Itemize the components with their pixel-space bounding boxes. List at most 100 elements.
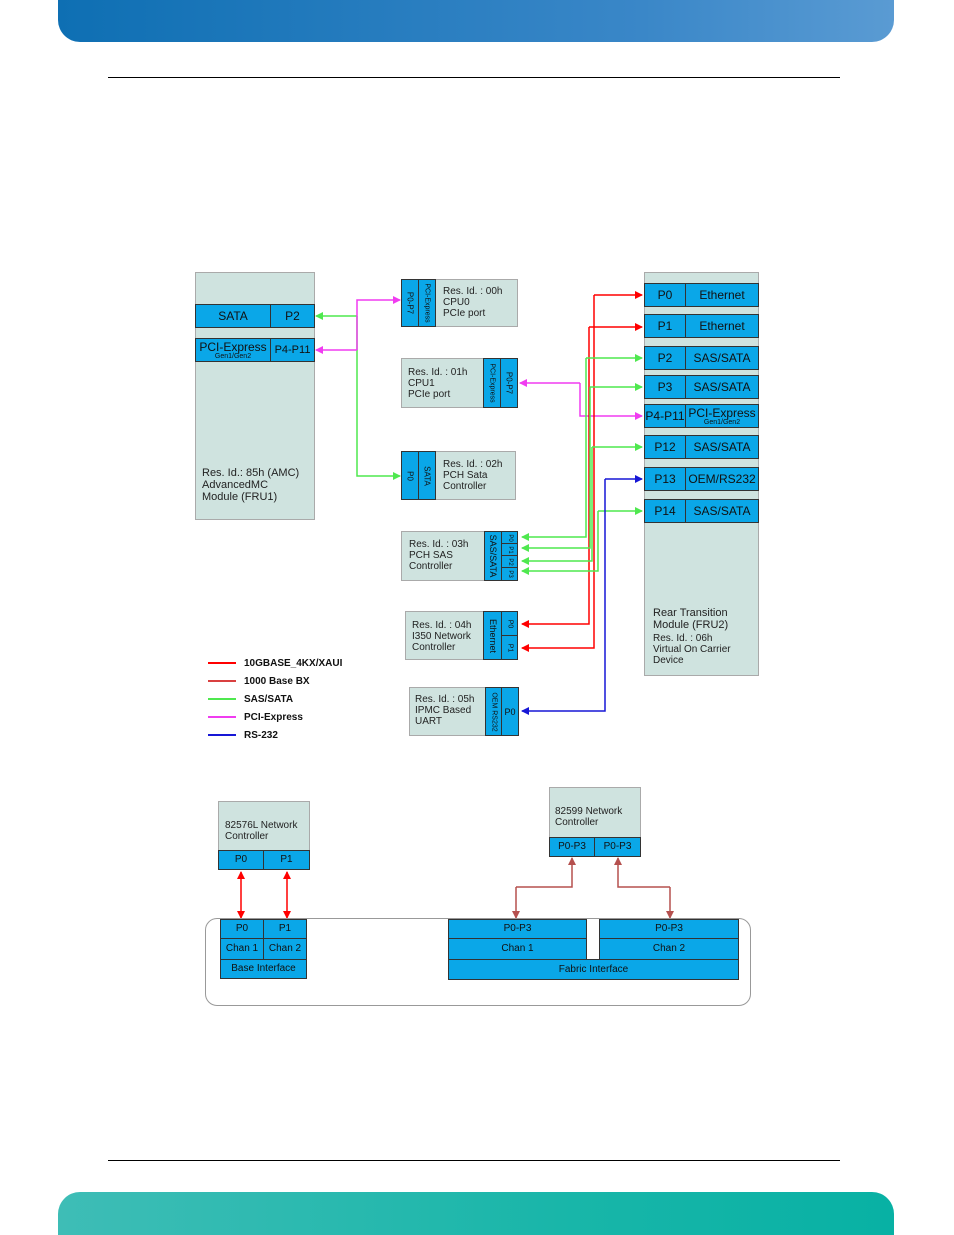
sata-link-pch — [356, 316, 401, 480]
rtm-port-type-label: Ethernet — [699, 288, 745, 302]
cpu0-port-type: PCI-Express — [418, 279, 436, 327]
legend-swatch — [208, 680, 236, 682]
rtm-port-type-0: Ethernet — [685, 283, 759, 307]
legend-item: PCI-Express — [208, 708, 342, 726]
base-interface-label: Base Interface — [220, 959, 307, 979]
rtm-port-type-5: SAS/SATA — [685, 435, 759, 459]
legend-item: 10GBASE_4KX/XAUI — [208, 654, 342, 672]
rtm-port-type-1: Ethernet — [685, 314, 759, 338]
base-chan-2: Chan 2 — [263, 938, 307, 960]
legend: 10GBASE_4KX/XAUI 1000 Base BX SAS/SATA PCI-… — [208, 654, 342, 744]
legend-item: SAS/SATA — [208, 690, 342, 708]
base-port-1: P1 — [263, 919, 307, 939]
carrier-outline — [205, 918, 751, 1006]
sas-link-sas-p1 — [521, 387, 591, 552]
rtm-port-1: P1 — [644, 314, 686, 338]
i350-description: Res. Id. : 04h I350 Network Controller — [412, 620, 472, 653]
legend-label: 1000 Base BX — [244, 675, 310, 687]
nc82576-port-0: P0 — [218, 850, 264, 870]
ipmc-port-type: OEM RS232 — [485, 687, 502, 736]
legend-label: SAS/SATA — [244, 693, 294, 705]
rtm-description: Rear Transition Module (FRU2) — [653, 607, 729, 631]
rtm-port-type-sub: Gen1/Gen2 — [703, 418, 741, 426]
cpu1-port-type: PCI-Express — [483, 358, 501, 408]
rtm-port-7: P14 — [644, 499, 686, 523]
fabric-chan-2: Chan 2 — [599, 938, 739, 960]
legend-item: 1000 Base BX — [208, 672, 342, 690]
fabric-link-chan2-up — [614, 857, 670, 888]
rtm-port-0: P0 — [644, 283, 686, 307]
nc82576-description: 82576L Network Controller — [225, 820, 298, 842]
nc82599-description: 82599 Network Controller — [555, 806, 623, 828]
sas-link-sas-p2 — [521, 447, 593, 565]
amc-sata-label: SATA — [195, 304, 271, 328]
rtm-port-type-label: SAS/SATA — [693, 504, 751, 518]
header-rule — [108, 77, 840, 78]
legend-item: RS-232 — [208, 726, 342, 744]
legend-label: PCI-Express — [244, 711, 303, 723]
ipmc-description: Res. Id. : 05h IPMC Based UART — [415, 694, 475, 727]
header-band — [58, 0, 894, 42]
cpu0-description: Res. Id. : 00h CPU0 PCIe port — [443, 286, 503, 319]
rtm-port-type-label: SAS/SATA — [693, 440, 751, 454]
rtm-port-2: P2 — [644, 346, 686, 370]
nc82599-port-1: P0-P3 — [594, 837, 641, 857]
i350-port-1: P1 — [501, 635, 518, 660]
nc82576-port-1: P1 — [263, 850, 310, 870]
footer-rule — [108, 1160, 840, 1161]
rtm-port-type-label: SAS/SATA — [693, 351, 751, 365]
rtm-port-type-2: SAS/SATA — [685, 346, 759, 370]
pcie-link-rtm — [579, 383, 643, 420]
pch-sata-port: P0 — [401, 451, 419, 500]
rtm-port-type-7: SAS/SATA — [685, 499, 759, 523]
cpu0-port: P0-P7 — [401, 279, 419, 327]
base-port-0: P0 — [220, 919, 264, 939]
rs232-link-ipmc — [521, 479, 606, 715]
rtm-port-type-3: SAS/SATA — [685, 375, 759, 399]
sas-link-sas-p3 — [521, 511, 599, 575]
rtm-port-3: P3 — [644, 375, 686, 399]
rtm-port-type-label: SAS/SATA — [693, 380, 751, 394]
rtm-port-4: P4-P11 — [644, 404, 686, 428]
rtm-description-2: Res. Id. : 06h Virtual On Carrier Device — [653, 633, 731, 666]
amc-sata-port: P2 — [270, 304, 315, 328]
pcie-link-cpu0 — [356, 296, 401, 350]
eth-link-i350-p0 — [521, 327, 590, 628]
amc-description: Res. Id.: 85h (AMC) AdvancedMC Module (F… — [202, 467, 300, 503]
fabric-interface-label: Fabric Interface — [448, 959, 739, 980]
eth-link-i350-p1 — [521, 295, 595, 652]
amc-pcie-port: P4-P11 — [270, 338, 315, 362]
i350-port-0: P0 — [501, 611, 518, 636]
base-chan-1: Chan 1 — [220, 938, 264, 960]
cpu1-port: P0-P7 — [500, 358, 518, 408]
fabric-chan-1: Chan 1 — [448, 938, 587, 960]
cpu1-description: Res. Id. : 01h CPU1 PCIe port — [408, 367, 468, 400]
footer-band — [58, 1192, 894, 1235]
pch-sas-port-type: SAS/SATA — [484, 531, 502, 581]
legend-label: RS-232 — [244, 729, 278, 741]
legend-swatch — [208, 698, 236, 700]
rtm-port-type-label: Ethernet — [699, 319, 745, 333]
legend-swatch — [208, 734, 236, 736]
rtm-port-5: P12 — [644, 435, 686, 459]
rtm-port-6: P13 — [644, 467, 686, 491]
pch-sas-description: Res. Id. : 03h PCH SAS Controller — [409, 539, 469, 572]
rtm-port-type-label: OEM/RS232 — [688, 472, 756, 486]
pch-sata-port-type: SATA — [418, 451, 436, 500]
fabric-port-1: P0-P3 — [599, 919, 739, 939]
sas-link-sas-p0 — [521, 358, 587, 541]
legend-swatch — [208, 662, 236, 664]
nc82599-port-0: P0-P3 — [549, 837, 595, 857]
fabric-port-0: P0-P3 — [448, 919, 587, 939]
pch-sas-port-3: P3 — [501, 567, 518, 581]
legend-swatch — [208, 716, 236, 718]
legend-label: 10GBASE_4KX/XAUI — [244, 657, 343, 669]
i350-port-type: Ethernet — [483, 611, 502, 660]
fabric-link-chan1-up — [516, 857, 576, 888]
ipmc-port: P0 — [501, 687, 519, 736]
rtm-port-type-6: OEM/RS232 — [685, 467, 759, 491]
rtm-port-type-label: PCI-Express — [688, 405, 756, 420]
